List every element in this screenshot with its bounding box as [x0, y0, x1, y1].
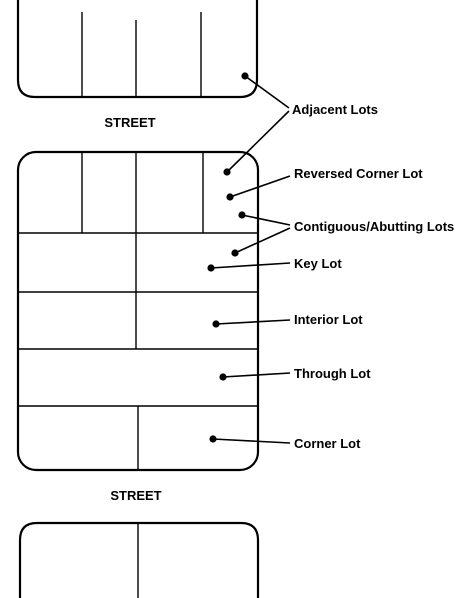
- key-lot-leader: [207, 262, 291, 272]
- bottom-block: [18, 521, 260, 598]
- middle-block: [16, 150, 260, 472]
- label-adjacent-lots: Adjacent Lots: [292, 102, 378, 117]
- through-lot-leader: [219, 372, 291, 381]
- label-through-lot: Through Lot: [294, 366, 371, 381]
- corner-lot-leader: [209, 435, 291, 444]
- label-reversed-corner-lot: Reversed Corner Lot: [294, 166, 423, 181]
- street-label-bottom: STREET: [110, 488, 161, 503]
- adjacent-lots-leader: [223, 72, 290, 176]
- reversed-corner-leader: [226, 175, 291, 201]
- label-corner-lot: Corner Lot: [294, 436, 361, 451]
- label-interior-lot: Interior Lot: [294, 312, 363, 327]
- interior-lot-leader: [212, 319, 291, 328]
- label-key-lot: Key Lot: [294, 256, 342, 271]
- street-label-top: STREET: [104, 115, 155, 130]
- label-contiguous-abutting-lots: Contiguous/Abutting Lots: [294, 219, 454, 234]
- top-block: [16, 0, 259, 99]
- contiguous-leader: [231, 211, 291, 257]
